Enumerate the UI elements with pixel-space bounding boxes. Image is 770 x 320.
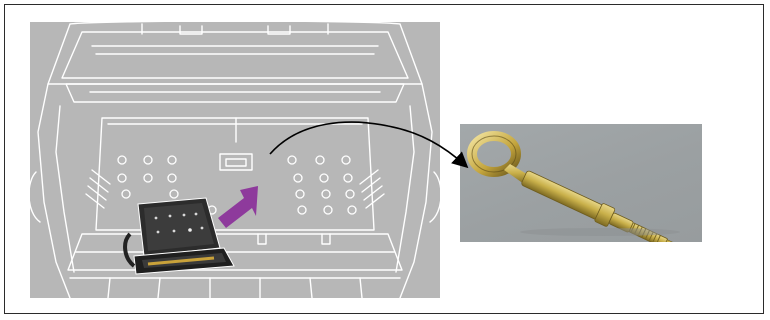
car-trunk-icon (30, 22, 440, 298)
towing-eye-photo (460, 124, 702, 242)
trunk-illustration (30, 22, 440, 298)
purple-arrow-icon (218, 184, 262, 228)
towing-eye-icon (467, 131, 680, 242)
